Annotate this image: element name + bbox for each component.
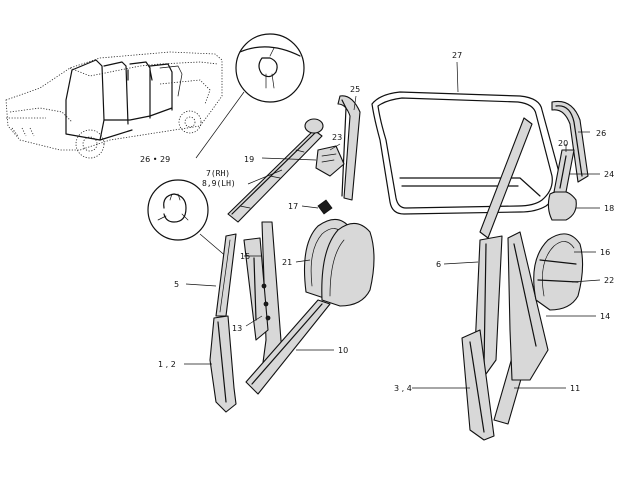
label-22: 22 bbox=[604, 276, 614, 285]
station-wagon-illustration bbox=[5, 51, 223, 159]
part-27-door-weatherstrip bbox=[371, 91, 561, 215]
part-23-retainer bbox=[315, 145, 345, 177]
label-25: 25 bbox=[350, 85, 360, 94]
part-labels: 27 25 26 23 20 26 • 29 19 24 7(RH) 8,9(L… bbox=[140, 51, 614, 393]
label-21: 21 bbox=[282, 258, 292, 267]
part-10-kick-plate bbox=[245, 299, 331, 395]
part-18-panel bbox=[547, 190, 577, 221]
label-17: 17 bbox=[288, 202, 298, 211]
label-24: 24 bbox=[604, 170, 614, 179]
label-18: 18 bbox=[604, 204, 614, 213]
label-14: 14 bbox=[600, 312, 610, 321]
label-20: 20 bbox=[558, 139, 568, 148]
label-10: 10 bbox=[338, 346, 348, 355]
label-6: 6 bbox=[436, 260, 441, 269]
leader-detail-top bbox=[195, 91, 245, 159]
label-13: 13 bbox=[232, 324, 242, 333]
label-23: 23 bbox=[332, 133, 342, 142]
label-26-right: 26 bbox=[596, 129, 606, 138]
label-27: 27 bbox=[452, 51, 462, 60]
label-7-rh: 7(RH) bbox=[206, 169, 230, 178]
label-19: 19 bbox=[244, 155, 254, 164]
label-3-4: 3 , 4 bbox=[394, 384, 412, 393]
part-5-front-pillar-strip bbox=[215, 233, 237, 317]
label-11: 11 bbox=[570, 384, 580, 393]
part-14-quarter-trim bbox=[507, 231, 549, 381]
detail-circle-left bbox=[147, 179, 209, 241]
part-19-roof-strip bbox=[227, 118, 324, 223]
detail-circle-top bbox=[235, 33, 305, 103]
part-25-pillar-strip bbox=[337, 95, 361, 201]
label-26-29: 26 • 29 bbox=[140, 155, 170, 164]
part-20-24-pillar-strip bbox=[553, 149, 575, 193]
label-8-9-lh: 8,9(LH) bbox=[202, 179, 236, 188]
part-3-4-rear-door-trim bbox=[461, 117, 533, 441]
part-17-connector bbox=[317, 199, 333, 215]
label-1-2: 1 , 2 bbox=[158, 360, 176, 369]
part-21-arch-cover bbox=[303, 218, 375, 307]
label-15: 15 bbox=[240, 252, 250, 261]
leader-lines bbox=[184, 61, 601, 389]
part-16-22-wheelhouse bbox=[533, 233, 584, 311]
part-15-pillar-trim bbox=[243, 221, 283, 375]
label-5: 5 bbox=[174, 280, 179, 289]
part-1-2-lower-trim bbox=[209, 315, 237, 413]
label-16: 16 bbox=[600, 248, 610, 257]
part-26-roof-rail bbox=[551, 100, 589, 183]
